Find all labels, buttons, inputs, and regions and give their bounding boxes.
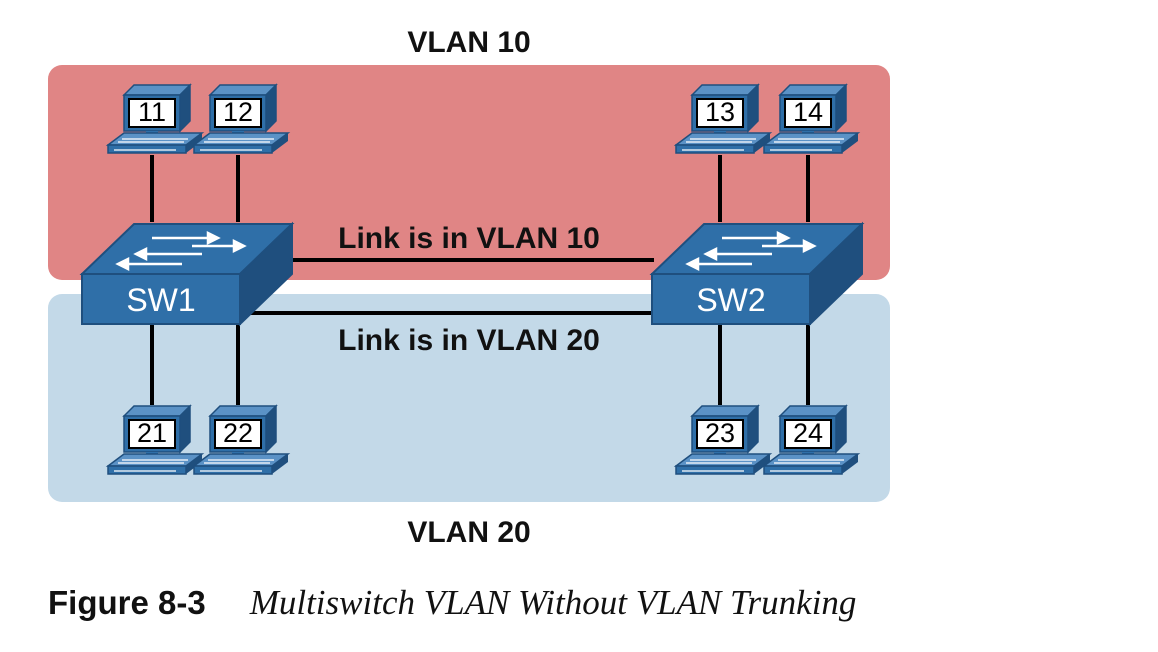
pc-14[interactable]: 14: [763, 84, 859, 154]
pc-12[interactable]: 12: [193, 84, 289, 154]
pc-13-label: 13: [705, 97, 735, 127]
pc-11[interactable]: 11: [107, 84, 203, 154]
figure-caption: Figure 8-3 Multiswitch VLAN Without VLAN…: [48, 583, 856, 623]
pc-22-label: 22: [223, 418, 253, 448]
switch-sw1-label: SW1: [126, 282, 195, 318]
pc-12-label: 12: [223, 97, 253, 127]
pc-24[interactable]: 24: [763, 405, 859, 475]
vlan-10-label: VLAN 10: [407, 26, 530, 59]
pc-22[interactable]: 22: [193, 405, 289, 475]
pc-23-label: 23: [705, 418, 735, 448]
switch-sw2[interactable]: SW2: [650, 222, 864, 326]
pc-13[interactable]: 13: [675, 84, 771, 154]
figure-title: Multiswitch VLAN Without VLAN Trunking: [249, 583, 857, 622]
vlan-20-label: VLAN 20: [407, 516, 530, 549]
pc-14-label: 14: [793, 97, 823, 127]
link-vlan20-label: Link is in VLAN 20: [338, 324, 600, 357]
pc-23[interactable]: 23: [675, 405, 771, 475]
switch-sw1[interactable]: SW1: [80, 222, 294, 326]
pc-21[interactable]: 21: [107, 405, 203, 475]
switch-sw2-label: SW2: [696, 282, 765, 318]
pc-11-label: 11: [138, 97, 166, 127]
figure-number: Figure 8-3: [48, 584, 206, 621]
pc-21-label: 21: [137, 418, 167, 448]
cables: [150, 155, 810, 405]
pc-24-label: 24: [793, 418, 823, 448]
link-vlan10-label: Link is in VLAN 10: [338, 222, 600, 255]
